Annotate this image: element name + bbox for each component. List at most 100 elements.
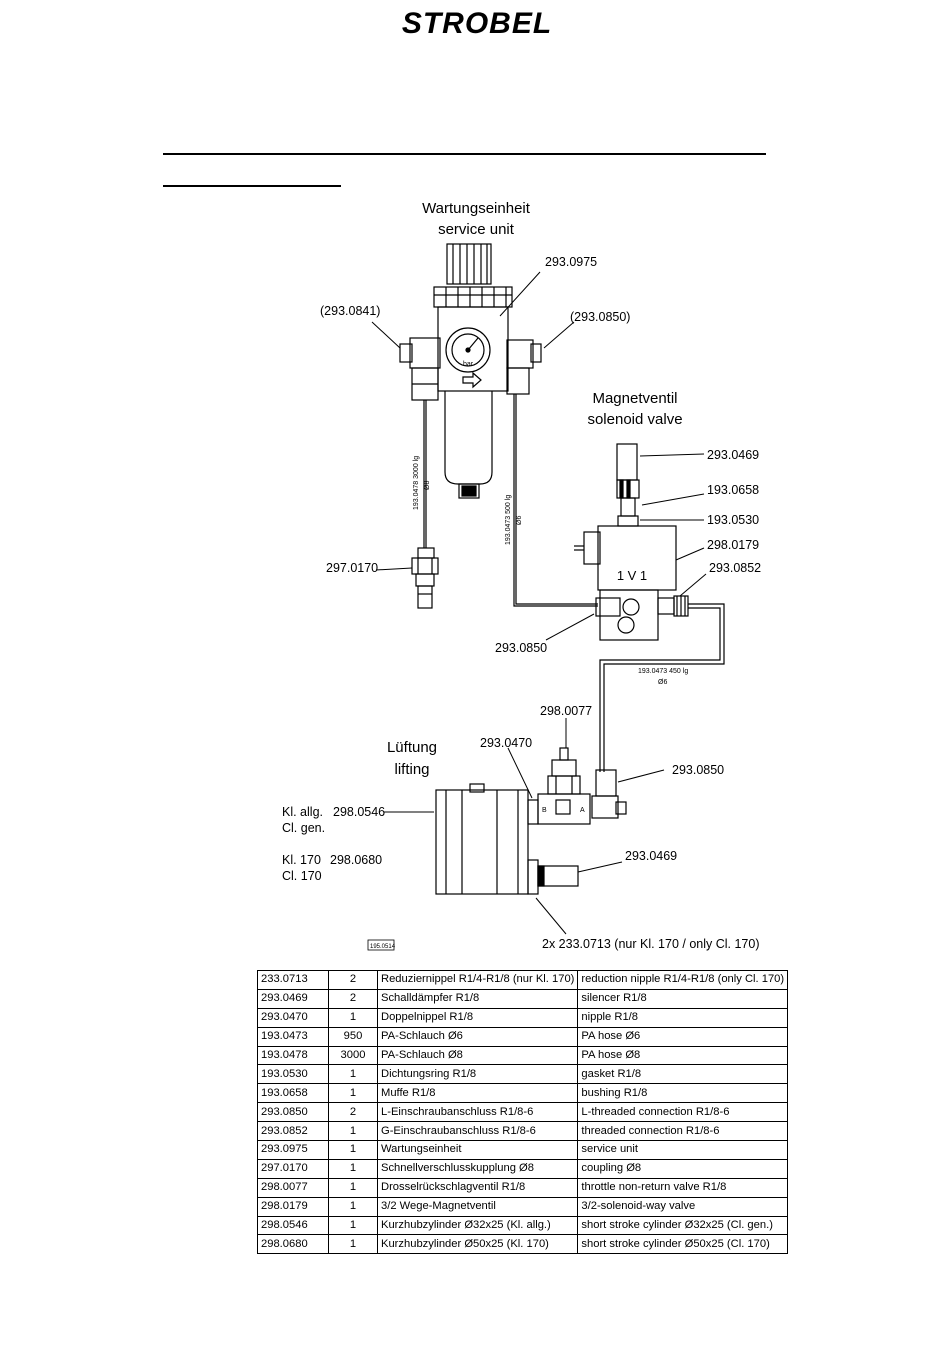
description-de-cell: Drosselrückschlagventil R1/8: [376, 1177, 579, 1198]
part-number-cell: 298.0077: [257, 1177, 329, 1198]
hose-8-diameter: Ø8: [424, 481, 431, 490]
part-number-cell: 293.0852: [257, 1121, 329, 1142]
lifting-heading-de: Lüftung: [387, 739, 437, 756]
pn-coupling: 297.0170: [326, 561, 378, 575]
part-number-cell: 293.0975: [257, 1140, 329, 1160]
title-rule: [163, 153, 766, 155]
quantity-cell: 1: [328, 1083, 378, 1104]
logo-text: STROBEL: [402, 7, 552, 40]
pn-l-conn-lift: 293.0850: [672, 763, 724, 777]
cl-gen-de: Kl. allg.: [282, 805, 323, 819]
quantity-cell: 1: [328, 1215, 378, 1236]
description-en-cell: nipple R1/8: [577, 1007, 789, 1028]
description-en-cell: coupling Ø8: [577, 1158, 789, 1179]
hose-6b-length: 193.0473 450 lg: [638, 668, 688, 675]
quantity-cell: 1: [328, 1158, 378, 1179]
description-de-cell: Dichtungsring R1/8: [376, 1064, 579, 1085]
part-number-cell: 298.0179: [257, 1196, 329, 1217]
pn-solenoid: 298.0179: [707, 538, 759, 552]
throttle-valve: B A: [537, 747, 627, 825]
part-number-cell: 298.0546: [257, 1215, 329, 1236]
quantity-cell: 1: [328, 1121, 378, 1142]
coupling: [411, 547, 439, 609]
part-number-cell: 193.0478: [257, 1045, 329, 1066]
part-number-cell: 193.0473: [257, 1026, 329, 1047]
description-en-cell: short stroke cylinder Ø32x25 (Cl. gen.): [577, 1215, 789, 1236]
pn-silencer-top: 293.0469: [707, 448, 759, 462]
gauge-unit-label: bar: [463, 361, 474, 368]
pn-l-conn-valve: 293.0850: [495, 641, 547, 655]
description-de-cell: 3/2 Wege-Magnetventil: [376, 1196, 579, 1217]
part-number-cell: 298.0680: [257, 1234, 329, 1255]
description-en-cell: silencer R1/8: [577, 988, 789, 1009]
solenoid-heading-de: Magnetventil: [592, 390, 677, 407]
part-number-cell: 297.0170: [257, 1158, 329, 1179]
strobel-logo: STROBEL: [402, 7, 552, 40]
quantity-cell: 3000: [328, 1045, 378, 1066]
service-unit-heading-en: service unit: [438, 221, 515, 238]
description-en-cell: bushing R1/8: [577, 1083, 789, 1104]
subtitle-rule: [163, 185, 341, 187]
part-number-cell: 233.0713: [257, 970, 329, 990]
part-number-cell: 293.0470: [257, 1007, 329, 1028]
pn-throttle: 298.0077: [540, 704, 592, 718]
part-number-cell: 293.0469: [257, 988, 329, 1009]
port-a-label: A: [580, 807, 585, 814]
drawing-number: 195.0514: [370, 944, 396, 950]
description-de-cell: Wartungseinheit: [376, 1140, 579, 1160]
description-de-cell: Kurzhubzylinder Ø32x25 (Kl. allg.): [376, 1215, 579, 1236]
description-en-cell: PA hose Ø6: [577, 1026, 789, 1047]
pn-threaded-conn: 293.0852: [709, 561, 761, 575]
pn-service-unit: 293.0975: [545, 255, 597, 269]
pn-right-fitting: (293.0850): [570, 310, 630, 324]
footnote: 2x 233.0713 (nur Kl. 170 / only Cl. 170): [542, 937, 760, 951]
quantity-cell: 1: [328, 1140, 378, 1160]
lifting-cylinder: [435, 783, 579, 895]
pneumatic-diagram: Wartungseinheit service unit Magnetventi…: [282, 200, 761, 951]
hose-8-length: 193.0478 3000 lg: [413, 456, 420, 510]
quantity-cell: 1: [328, 1196, 378, 1217]
description-de-cell: G-Einschraubanschluss R1/8-6: [376, 1121, 579, 1142]
service-unit: bar: [399, 243, 542, 499]
description-en-cell: gasket R1/8: [577, 1064, 789, 1085]
solenoid-valve: 1 V 1: [574, 443, 689, 641]
cl-gen-en: Cl. gen.: [282, 821, 325, 835]
cl170-en: Cl. 170: [282, 869, 322, 883]
description-de-cell: PA-Schlauch Ø6: [376, 1026, 579, 1047]
pn-nipple: 293.0470: [480, 736, 532, 750]
description-en-cell: reduction nipple R1/4-R1/8 (only Cl. 170…: [577, 970, 789, 990]
quantity-cell: 1: [328, 1234, 378, 1255]
hose-6a-diameter: Ø6: [516, 516, 523, 525]
description-de-cell: Schnellverschlusskupplung Ø8: [376, 1158, 579, 1179]
valve-code: 1 V 1: [617, 568, 647, 583]
description-de-cell: Reduziernippel R1/4-R1/8 (nur Kl. 170): [376, 970, 579, 990]
pn-cyl-170: 298.0680: [330, 853, 382, 867]
lifting-heading-en: lifting: [394, 761, 429, 778]
quantity-cell: 950: [328, 1026, 378, 1047]
service-unit-heading-de: Wartungseinheit: [422, 200, 531, 217]
quantity-cell: 2: [328, 988, 378, 1009]
port-b-label: B: [542, 807, 547, 814]
quantity-cell: 2: [328, 970, 378, 990]
part-number-cell: 193.0530: [257, 1064, 329, 1085]
pn-cyl-gen: 298.0546: [333, 805, 385, 819]
quantity-cell: 2: [328, 1102, 378, 1123]
description-en-cell: 3/2-solenoid-way valve: [577, 1196, 789, 1217]
description-de-cell: Muffe R1/8: [376, 1083, 579, 1104]
quantity-cell: 1: [328, 1177, 378, 1198]
description-de-cell: Schalldämpfer R1/8: [376, 988, 579, 1009]
pn-gasket: 193.0530: [707, 513, 759, 527]
